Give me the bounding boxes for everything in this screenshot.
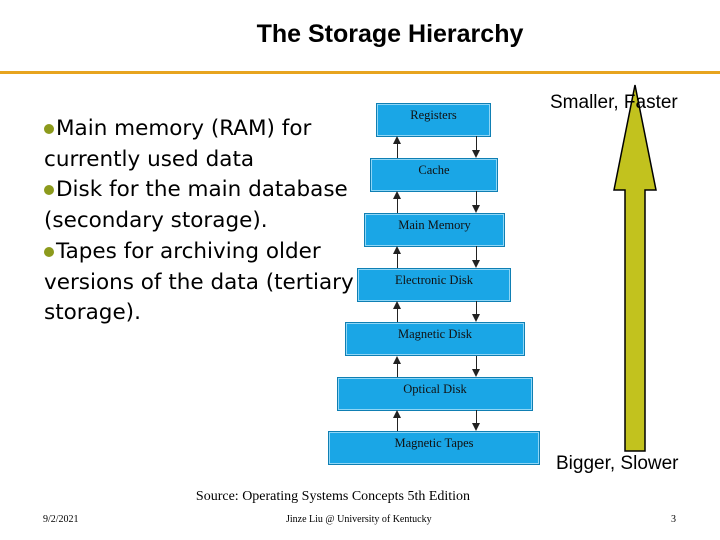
up-arrow-icon <box>393 410 401 418</box>
tier-main-memory: Main Memory <box>364 213 505 247</box>
up-arrow-stem <box>397 309 398 322</box>
up-arrow-stem <box>397 254 398 268</box>
down-arrow-stem <box>476 356 477 369</box>
up-arrow-icon <box>393 136 401 144</box>
tier-electronic-disk: Electronic Disk <box>357 268 511 302</box>
bullet-item: Tapes for archiving older versions of th… <box>44 237 364 329</box>
up-arrow-stem <box>397 364 398 377</box>
tier-label: Magnetic Tapes <box>394 436 474 450</box>
down-arrow-stem <box>476 246 477 260</box>
footer-author: Jinze Liu @ University of Kentucky <box>286 514 432 525</box>
tier-magnetic-disk: Magnetic Disk <box>345 322 525 356</box>
bullet-item: Disk for the main database (secondary st… <box>44 175 364 236</box>
bullet-text: Main memory (RAM) for currently used dat… <box>44 116 312 172</box>
down-arrow-stem <box>476 136 477 150</box>
big-up-arrow-icon <box>613 84 657 452</box>
tier-label: Magnetic Disk <box>398 327 472 341</box>
up-arrow-icon <box>393 246 401 254</box>
bullet-dot-icon <box>44 185 54 196</box>
page-number: 3 <box>671 514 676 525</box>
up-arrow-stem <box>397 418 398 431</box>
tier-label: Registers <box>410 108 457 122</box>
bottom-label: Bigger, Slower <box>556 453 679 474</box>
down-arrow-icon <box>472 423 480 431</box>
tier-label: Electronic Disk <box>394 273 474 287</box>
up-arrow-icon <box>393 191 401 199</box>
up-arrow-stem <box>397 144 398 158</box>
down-arrow-icon <box>472 205 480 213</box>
footer-date: 9/2/2021 <box>43 514 79 525</box>
bullet-text: Tapes for archiving older versions of th… <box>44 238 354 326</box>
title-divider <box>0 71 720 74</box>
up-arrow-stem <box>397 199 398 213</box>
down-arrow-stem <box>476 191 477 205</box>
down-arrow-icon <box>472 314 480 322</box>
top-label: Smaller, Faster <box>550 92 678 113</box>
up-arrow-icon <box>393 301 401 309</box>
source-citation: Source: Operating Systems Concepts 5th E… <box>195 489 471 504</box>
bullet-dot-icon <box>44 124 54 134</box>
tier-registers: Registers <box>376 103 491 137</box>
tier-label: Cache <box>418 163 450 177</box>
tier-cache: Cache <box>370 158 498 192</box>
tier-optical-disk: Optical Disk <box>337 377 533 411</box>
bullet-item: Main memory (RAM) for currently used dat… <box>44 114 364 175</box>
down-arrow-stem <box>476 301 477 314</box>
up-arrow-icon <box>393 356 401 364</box>
down-arrow-icon <box>472 369 480 377</box>
bullet-text: Disk for the main database (secondary st… <box>44 177 348 234</box>
bullet-dot-icon <box>44 246 54 257</box>
down-arrow-icon <box>472 260 480 268</box>
down-arrow-icon <box>472 150 480 158</box>
tier-label: Optical Disk <box>403 382 467 396</box>
slide-title: The Storage Hierarchy <box>256 20 524 48</box>
tier-magnetic-tapes: Magnetic Tapes <box>328 431 540 465</box>
down-arrow-stem <box>476 410 477 423</box>
tier-label: Main Memory <box>398 218 471 232</box>
bullet-list: Main memory (RAM) for currently used dat… <box>44 114 364 329</box>
